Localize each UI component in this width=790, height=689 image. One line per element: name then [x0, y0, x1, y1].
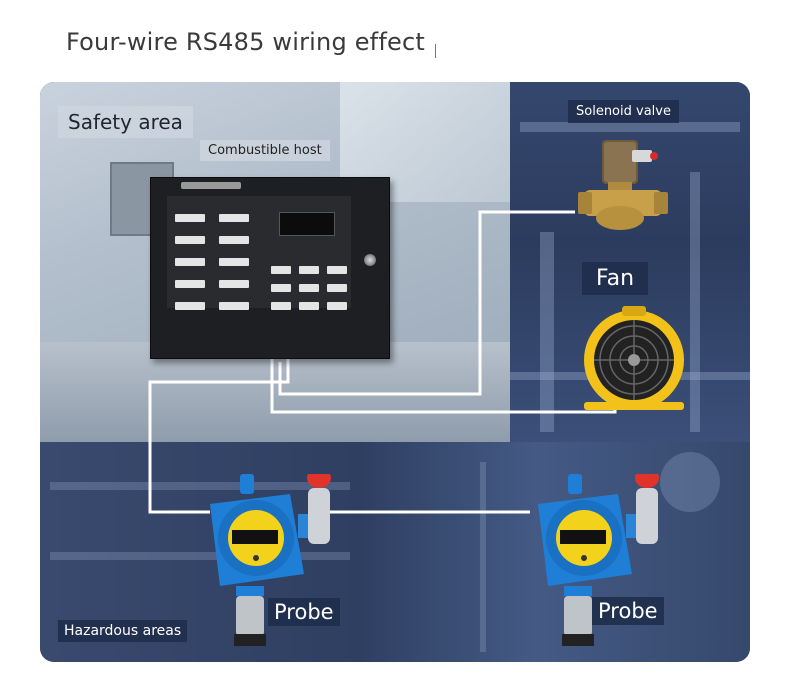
fan-label: Fan [582, 262, 649, 295]
controller-logo [181, 182, 241, 189]
key-lock-icon [364, 254, 376, 266]
rs485-wiring [148, 210, 617, 514]
combustible-host-controller [150, 177, 390, 359]
wiring-diagram-panel: Safety area Combustible host Solenoid va… [40, 82, 750, 662]
gas-detector-probe-2 [538, 474, 659, 646]
probe-label-1: Probe [268, 598, 340, 626]
hazardous-areas-label: Hazardous areas [58, 620, 188, 642]
hazardous-area-background [40, 442, 750, 662]
page-title: Four-wire RS485 wiring effect [66, 28, 425, 56]
probe-label-2: Probe [592, 597, 664, 625]
caret-mark [435, 44, 436, 58]
gas-detector-probe-1 [210, 474, 331, 646]
safety-area-label: Safety area [58, 106, 193, 138]
solenoid-valve-icon [578, 140, 668, 230]
controller-display [279, 212, 335, 236]
combustible-host-label: Combustible host [200, 140, 330, 161]
fan-icon [584, 306, 684, 410]
solenoid-valve-label: Solenoid valve [568, 100, 679, 123]
